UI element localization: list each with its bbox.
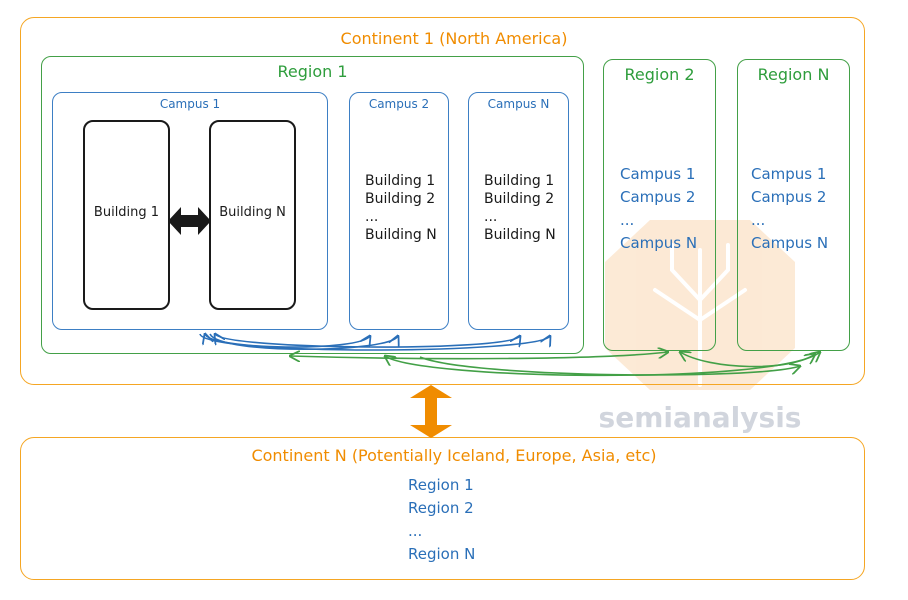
list-item: Building N	[484, 227, 556, 243]
region-link-arrows	[290, 352, 820, 377]
list-item: Building 1	[365, 173, 436, 189]
list-item: Campus 2	[751, 188, 827, 206]
campus-link-arrows	[199, 334, 550, 351]
continent-n-title: Continent N (Potentially Iceland, Europe…	[251, 446, 657, 465]
list-item: Building 2	[365, 191, 436, 207]
list-item: Building 2	[484, 191, 555, 207]
list-item: ...	[620, 211, 635, 229]
list-item: ...	[408, 522, 423, 540]
campus-2-box	[349, 92, 449, 330]
campus-2-building-list: Building 1 Building 2 ... Building N	[365, 172, 437, 244]
watermark-text: semianalysis	[599, 401, 802, 434]
list-item: Building N	[365, 227, 437, 243]
building-n-label: Building N	[219, 205, 286, 220]
continent-n-box	[20, 437, 865, 580]
building-link-arrow	[168, 207, 211, 235]
list-item: Campus 1	[620, 165, 696, 183]
list-item: Campus N	[620, 234, 698, 252]
region-2-campus-list: Campus 1 Campus 2 ... Campus N	[620, 163, 697, 255]
building-n-box	[209, 120, 296, 310]
region-2-title: Region 2	[624, 65, 695, 84]
continent-link-arrow	[410, 385, 452, 438]
list-item: Building 1	[484, 173, 555, 189]
continent-1-title: Continent 1 (North America)	[340, 29, 568, 48]
region-n-title: Region N	[757, 65, 830, 84]
list-item: ...	[751, 211, 766, 229]
region-n-campus-list: Campus 1 Campus 2 ... Campus N	[751, 163, 828, 255]
campus-1-title: Campus 1	[159, 97, 221, 111]
list-item: Region 1	[408, 476, 474, 494]
list-item: Region 2	[408, 499, 474, 517]
campus-n-building-list: Building 1 Building 2 ... Building N	[484, 172, 556, 244]
continent-1-box	[20, 17, 865, 385]
campus-n-title: Campus N	[487, 97, 550, 111]
continent-n-region-list: Region 1 Region 2 ... Region N	[408, 474, 475, 566]
campus-1-box	[52, 92, 328, 330]
list-item: Campus N	[751, 234, 829, 252]
campus-n-box	[468, 92, 569, 330]
region-1-title: Region 1	[277, 62, 348, 81]
building-1-label: Building 1	[93, 205, 160, 220]
list-item: ...	[365, 209, 379, 225]
list-item: Region N	[408, 545, 476, 563]
list-item: Campus 2	[620, 188, 696, 206]
campus-2-title: Campus 2	[368, 97, 430, 111]
list-item: ...	[484, 209, 498, 225]
list-item: Campus 1	[751, 165, 827, 183]
building-1-box	[83, 120, 170, 310]
